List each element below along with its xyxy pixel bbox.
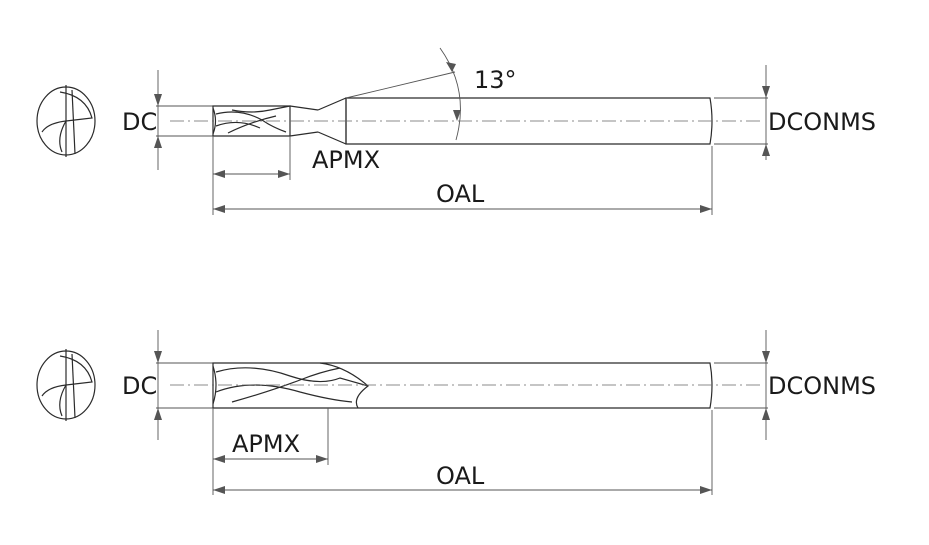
bottom-dc-dimension: DC xyxy=(122,330,215,440)
top-dc-label: DC xyxy=(122,108,157,136)
bottom-dconms-label: DCONMS xyxy=(768,372,876,400)
bottom-dc-label: DC xyxy=(122,372,157,400)
top-apmx-dimension: APMX xyxy=(212,136,380,215)
top-oal-dimension: OAL xyxy=(213,146,713,215)
top-tool-body xyxy=(170,97,760,145)
bottom-dconms-dimension: DCONMS xyxy=(714,330,876,440)
top-angle-dimension: 13° xyxy=(345,47,517,141)
bottom-oal-label: OAL xyxy=(436,462,485,490)
top-dconms-dimension: DCONMS xyxy=(714,65,876,160)
angle-label: 13° xyxy=(474,66,517,94)
bottom-apmx-label: APMX xyxy=(232,430,300,458)
top-oal-label: OAL xyxy=(436,180,485,208)
bottom-end-mill-view: DC APMX OAL xyxy=(36,330,876,495)
top-apmx-label: APMX xyxy=(312,146,380,174)
top-dc-dimension: DC xyxy=(122,70,215,170)
top-end-view-symbol xyxy=(36,85,96,157)
top-end-mill-view: DC 13° xyxy=(36,47,876,215)
bottom-apmx-dimension: APMX xyxy=(212,408,329,495)
top-dconms-label: DCONMS xyxy=(768,108,876,136)
bottom-tool-body xyxy=(170,362,760,409)
bottom-end-view-symbol xyxy=(36,349,96,421)
bottom-oal-dimension: OAL xyxy=(213,410,713,495)
